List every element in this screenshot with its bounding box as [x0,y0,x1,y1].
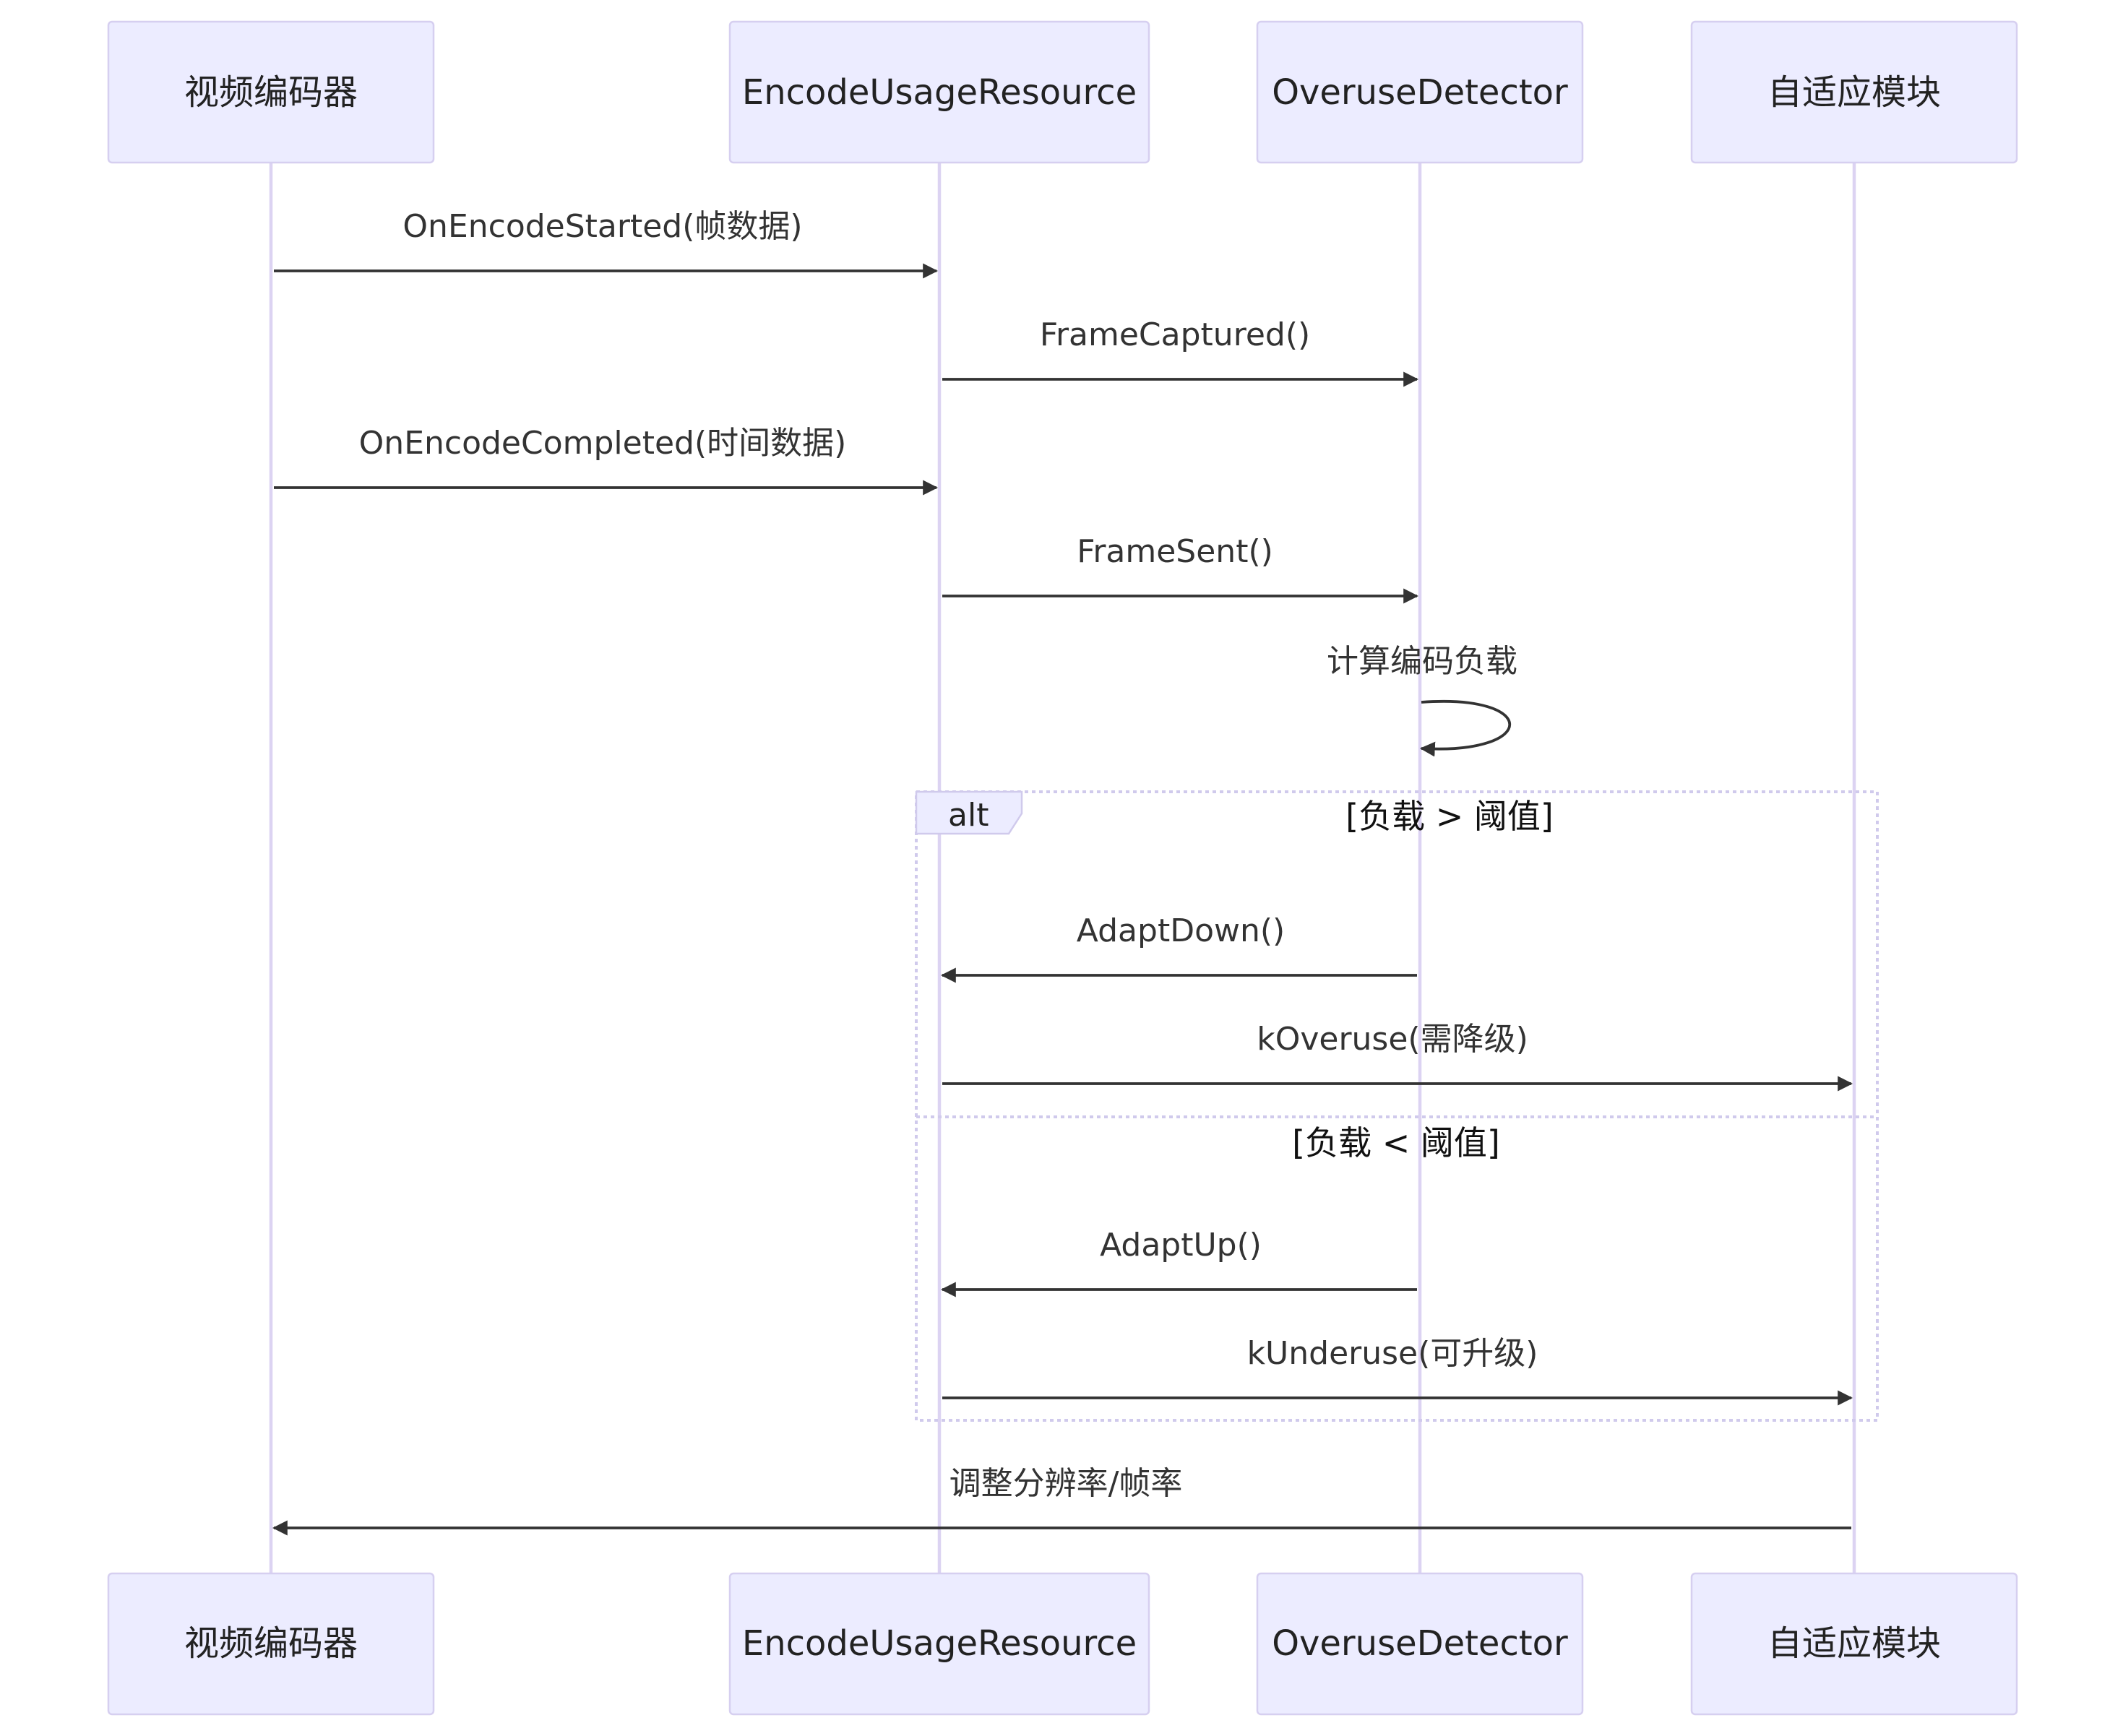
message-label: OnEncodeStarted(帧数据) [402,208,802,245]
message-label: AdaptDown() [1077,912,1285,949]
message-label: 调整分辨率/帧率 [949,1465,1183,1502]
actor-detector-bottom[interactable]: OveruseDetector [1256,1572,1584,1716]
actor-label: OveruseDetector [1272,72,1568,113]
alt-keyword: alt [948,797,989,834]
message-adapt-up: AdaptUp() [940,1227,1417,1297]
message-kunderuse: kUnderuse(可升级) [942,1335,1853,1406]
messages: OnEncodeStarted(帧数据) FrameCaptured() OnE… [272,208,1853,1536]
actor-adapt-top[interactable]: 自适应模块 [1690,20,2018,164]
alt-condition-2: [负载 < 阈值] [1292,1123,1500,1162]
actor-encoder-bottom[interactable]: 视频编码器 [107,1572,435,1716]
alt-frame-tab [915,790,1023,835]
message-label: kOveruse(需降级) [1257,1021,1528,1058]
alt-frame: alt [负载 > 阈值] [负载 < 阈值] [915,790,1879,1422]
actor-detector-top[interactable]: OveruseDetector [1256,20,1584,164]
alt-frame-border [915,790,1879,1422]
actor-label: EncodeUsageResource [742,72,1137,113]
message-on-encode-completed: OnEncodeCompleted(时间数据) [274,425,939,496]
actor-label: OveruseDetector [1272,1623,1568,1664]
message-compute-load-self: 计算编码负载 [1327,643,1517,757]
message-frame-captured: FrameCaptured() [942,316,1419,387]
message-label: FrameCaptured() [1040,316,1310,353]
message-label: FrameSent() [1077,533,1273,570]
actor-label: EncodeUsageResource [742,1623,1137,1664]
actor-label: 自适应模块 [1767,1623,1941,1664]
actor-encoder-top[interactable]: 视频编码器 [107,20,435,164]
actor-label: 自适应模块 [1767,72,1941,113]
actor-resource-bottom[interactable]: EncodeUsageResource [728,1572,1150,1716]
message-label: AdaptUp() [1100,1227,1262,1264]
lifelines [269,163,1856,1573]
actor-adapt-bottom[interactable]: 自适应模块 [1690,1572,2018,1716]
message-koveruse: kOveruse(需降级) [942,1021,1853,1092]
actor-label: 视频编码器 [184,72,358,113]
participants-bottom: 视频编码器 EncodeUsageResource OveruseDetecto… [107,1572,2018,1716]
message-adjust-resolution: 调整分辨率/帧率 [272,1465,1851,1536]
self-loop-arrow [1419,700,1511,757]
message-label: 计算编码负载 [1327,643,1517,680]
actor-resource-top[interactable]: EncodeUsageResource [728,20,1150,164]
message-frame-sent: FrameSent() [942,533,1419,604]
message-label: kUnderuse(可升级) [1247,1335,1538,1372]
message-on-encode-started: OnEncodeStarted(帧数据) [274,208,939,279]
actor-label: 视频编码器 [184,1623,358,1664]
participants-top: 视频编码器 EncodeUsageResource OveruseDetecto… [107,20,2018,164]
message-label: OnEncodeCompleted(时间数据) [359,425,847,462]
message-adapt-down: AdaptDown() [940,912,1417,983]
alt-condition-1: [负载 > 阈值] [1345,797,1554,836]
